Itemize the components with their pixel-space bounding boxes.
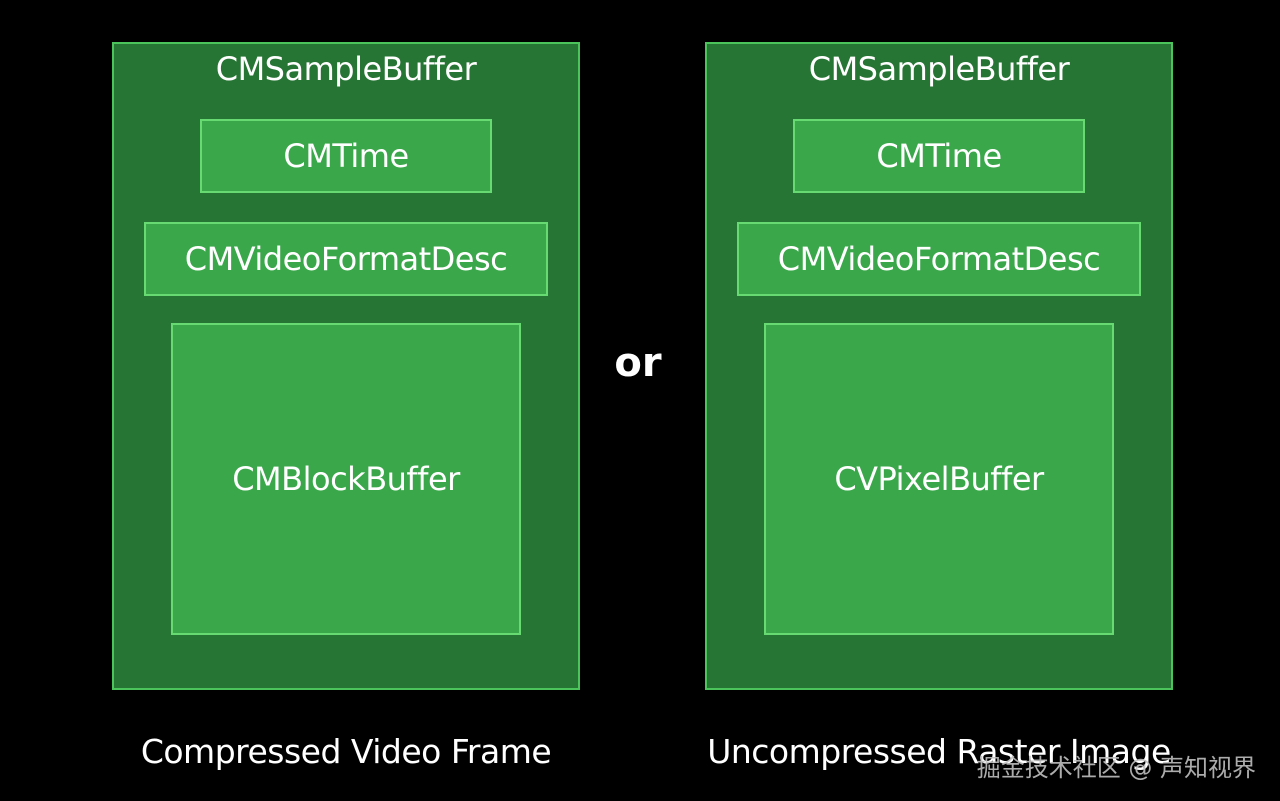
left-cmtime-box: CMTime bbox=[200, 119, 492, 193]
left-caption: Compressed Video Frame bbox=[140, 732, 552, 771]
watermark: 掘金技术社区 @ 声知视界 bbox=[976, 754, 1256, 782]
right-cmtime-box: CMTime bbox=[793, 119, 1085, 193]
right-sample-buffer-title: CMSampleBuffer bbox=[808, 50, 1070, 88]
right-caption: Uncompressed Raster Image bbox=[707, 732, 1171, 771]
or-connector: or bbox=[614, 340, 662, 386]
left-sample-buffer-title: CMSampleBuffer bbox=[215, 50, 477, 88]
left-block-buffer-box: CMBlockBuffer bbox=[171, 323, 521, 635]
right-video-format-desc-box: CMVideoFormatDesc bbox=[737, 222, 1141, 296]
right-pixel-buffer-box: CVPixelBuffer bbox=[764, 323, 1114, 635]
left-video-format-desc-box: CMVideoFormatDesc bbox=[144, 222, 548, 296]
